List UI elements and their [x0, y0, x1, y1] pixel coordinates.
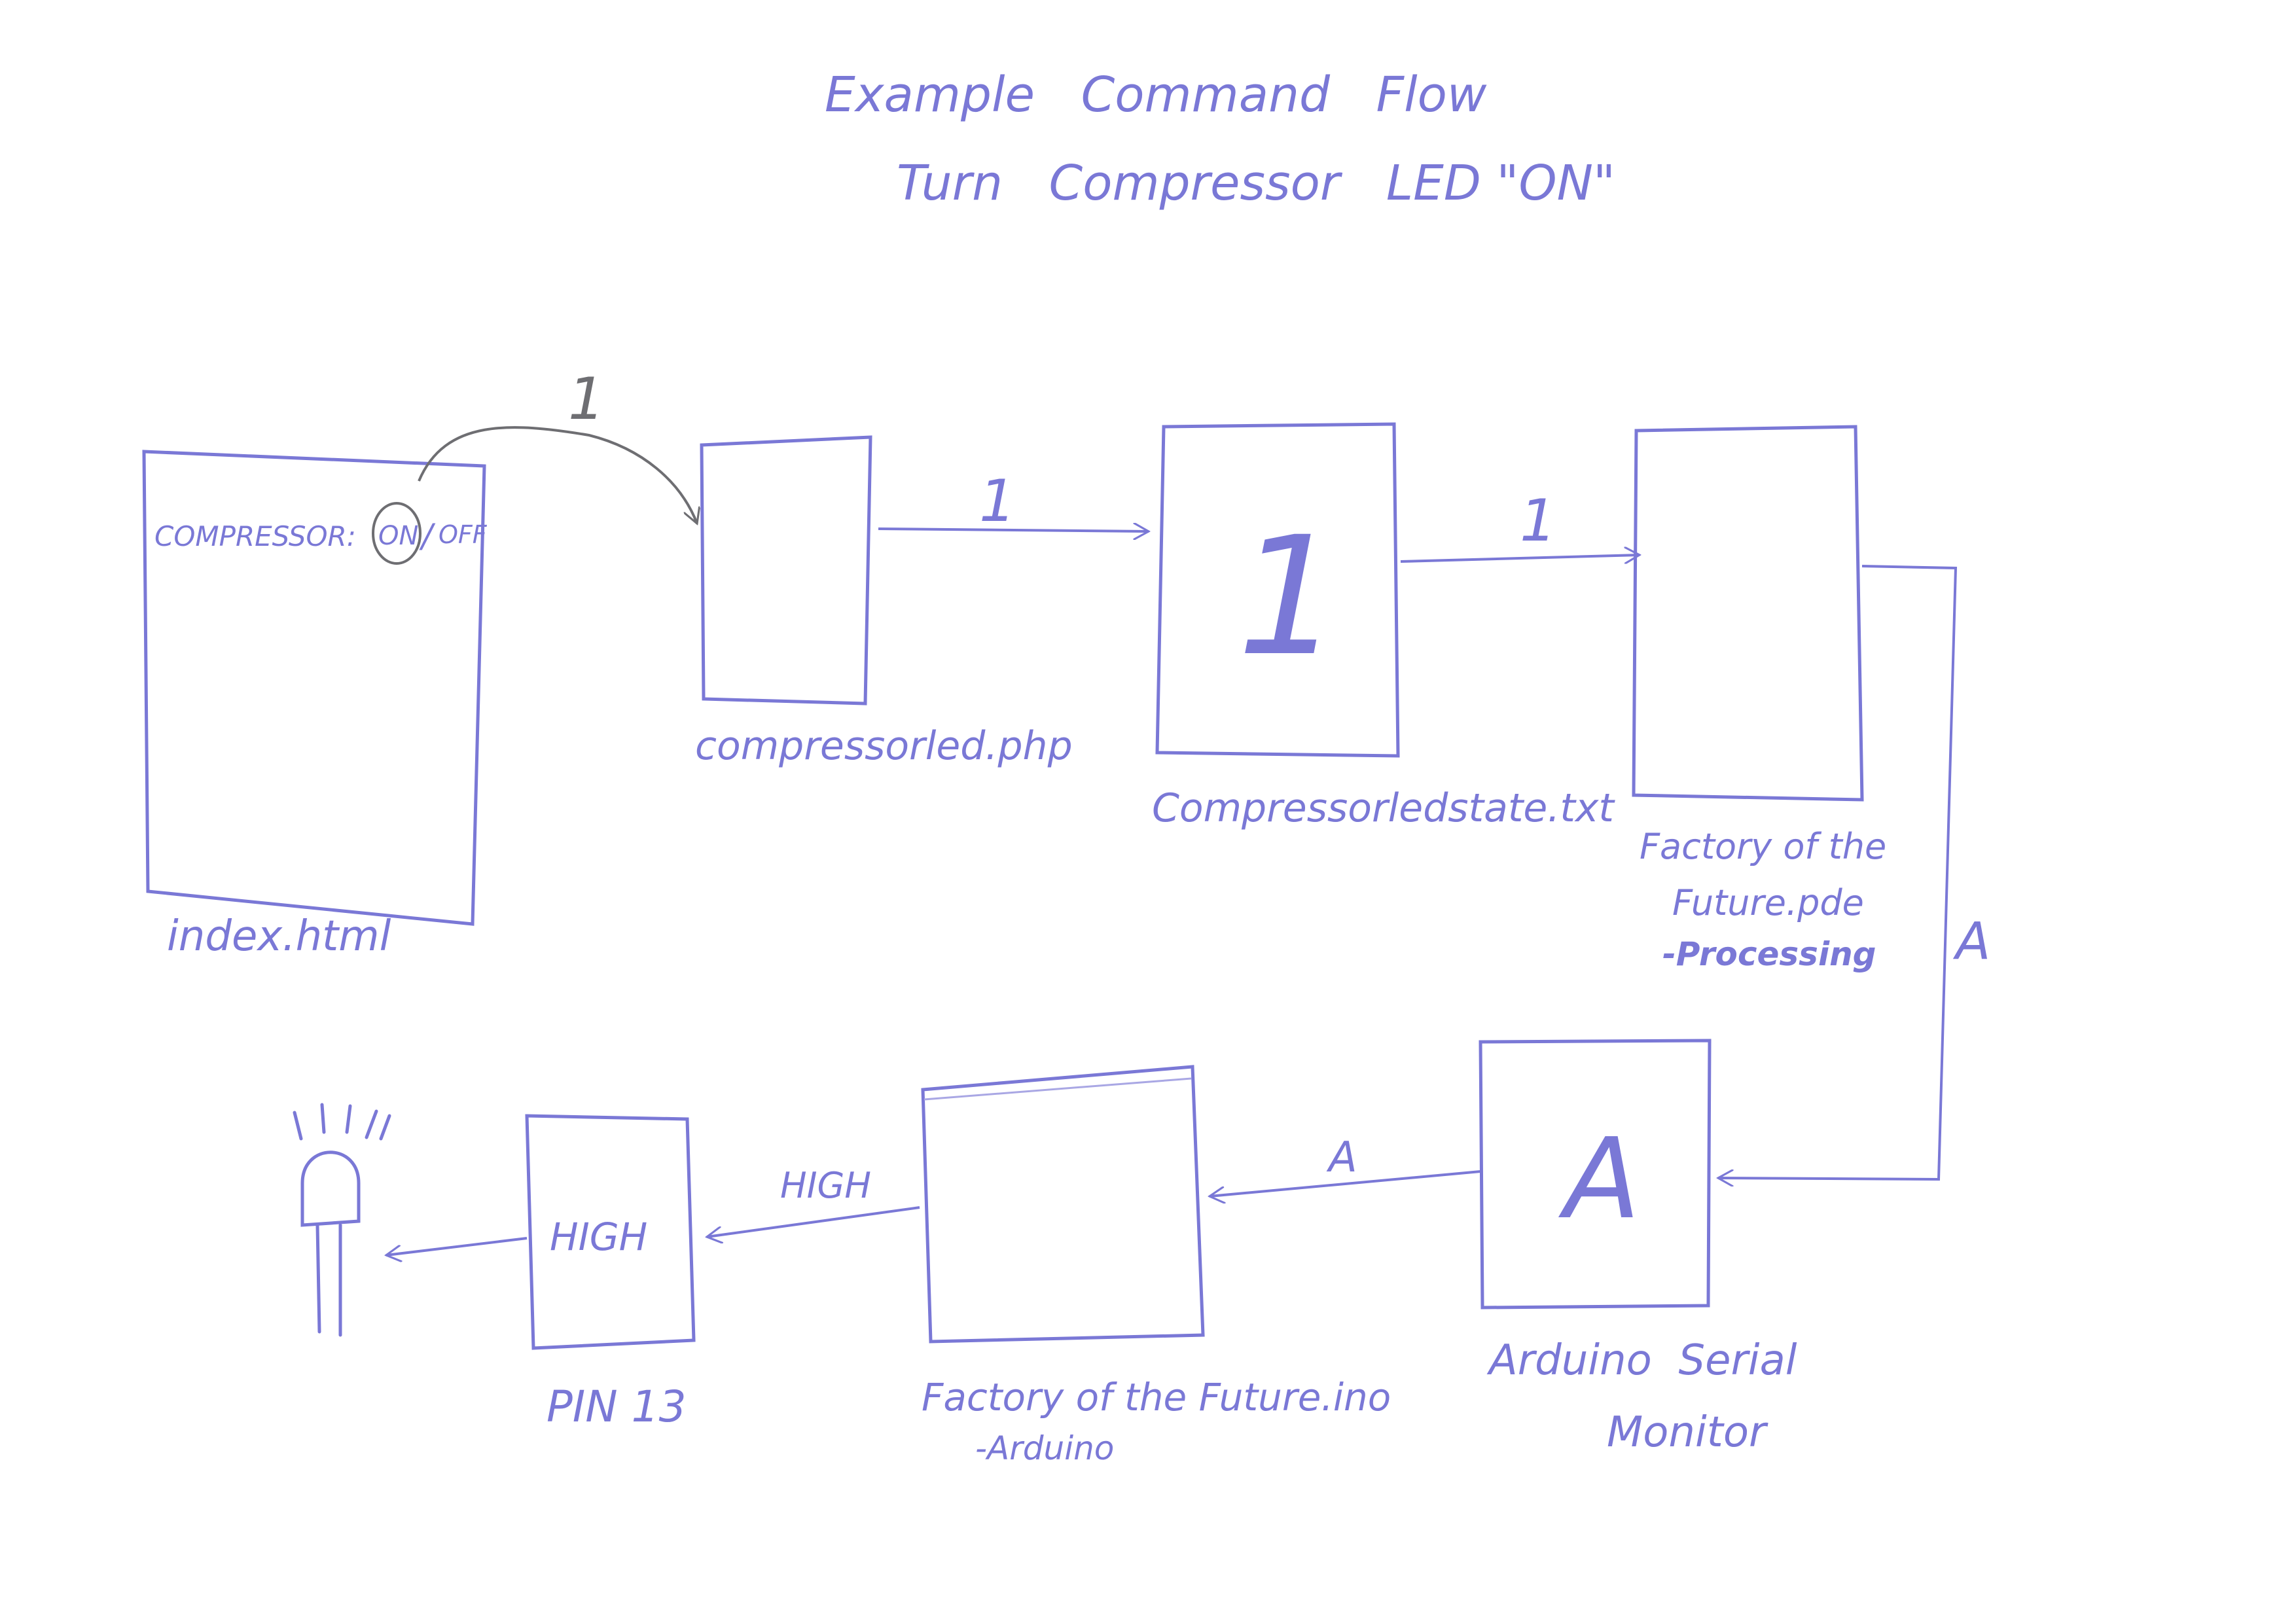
led-bulb	[300, 1150, 361, 1227]
ino-label-line2: -Arduino	[975, 1429, 1114, 1467]
arrow-index-to-php-label: 1	[568, 365, 605, 433]
php-label: compressorled.php	[695, 723, 1073, 769]
diagram-title: Example Command Flow	[825, 67, 1487, 123]
txt-node: 1 Compressorledstate.txt	[1152, 422, 1615, 831]
on-option-circle	[372, 502, 422, 565]
php-node: compressorled.php	[695, 435, 1073, 769]
pde-label-line2: Future.pde	[1672, 882, 1864, 923]
arrow-ino-to-pin-label: HIGH	[780, 1165, 871, 1206]
index-html-box	[142, 450, 486, 926]
arrow-serial-to-ino	[1210, 1170, 1481, 1196]
ino-box-inner-edge	[924, 1077, 1192, 1101]
php-box	[700, 435, 872, 705]
arrow-ino-to-pin	[707, 1206, 920, 1237]
pin-label: PIN 13	[547, 1382, 687, 1432]
arrow-index-to-php	[418, 426, 697, 524]
txt-content: 1	[1237, 501, 1341, 692]
arrow-php-to-txt	[878, 529, 1149, 531]
index-html-label: index.html	[167, 912, 391, 961]
option-separator: /	[419, 517, 436, 555]
arrow-txt-to-pde-label: 1	[1520, 487, 1556, 554]
arrow-serial-to-ino-label: A	[1326, 1133, 1357, 1182]
led-ray-2	[320, 1103, 326, 1134]
index-html-node: COMPRESSOR: ON / OFF index.html	[142, 450, 488, 961]
on-option[interactable]: ON	[378, 521, 418, 551]
led-icon	[293, 1103, 391, 1337]
diagram-subtitle: Turn Compressor LED "ON"	[897, 155, 1615, 211]
ino-box	[921, 1065, 1205, 1344]
pde-label-line3: -Processing	[1662, 935, 1876, 973]
pde-box	[1632, 425, 1864, 802]
serial-monitor-label-line1: Arduino Serial	[1486, 1336, 1797, 1385]
pde-label-line1: Factory of the	[1640, 826, 1886, 867]
led-ray-3	[345, 1104, 352, 1134]
serial-monitor-label-line2: Monitor	[1607, 1408, 1768, 1457]
arrow-txt-to-pde	[1400, 555, 1640, 562]
led-ray-4	[365, 1109, 378, 1139]
txt-box	[1155, 422, 1400, 758]
serial-monitor-content: A	[1558, 1115, 1640, 1244]
txt-label: Compressorledstate.txt	[1152, 785, 1615, 831]
pin-content: HIGH	[550, 1215, 647, 1259]
arrow-pde-to-serial-label: A	[1952, 912, 1990, 971]
ino-node: Factory of the Future.ino -Arduino	[921, 1065, 1391, 1467]
led-ray-1	[293, 1111, 303, 1141]
ino-label-line1: Factory of the Future.ino	[922, 1375, 1391, 1419]
pin-node: HIGH PIN 13	[525, 1114, 696, 1432]
pin-box	[525, 1114, 696, 1350]
arrow-pde-to-serial	[1718, 565, 1958, 1179]
led-ray-5	[379, 1114, 391, 1141]
led-leg-left	[315, 1223, 321, 1334]
serial-monitor-box	[1479, 1039, 1712, 1310]
arrow-pin-to-led	[386, 1237, 528, 1255]
arrow-php-to-txt-label: 1	[979, 467, 1016, 535]
compressor-ui-label: COMPRESSOR:	[154, 520, 356, 552]
serial-monitor-node: A Arduino Serial Monitor	[1479, 1039, 1797, 1457]
pde-node: Factory of the Future.pde -Processing	[1632, 425, 1886, 973]
off-option[interactable]: OFF	[439, 520, 488, 549]
